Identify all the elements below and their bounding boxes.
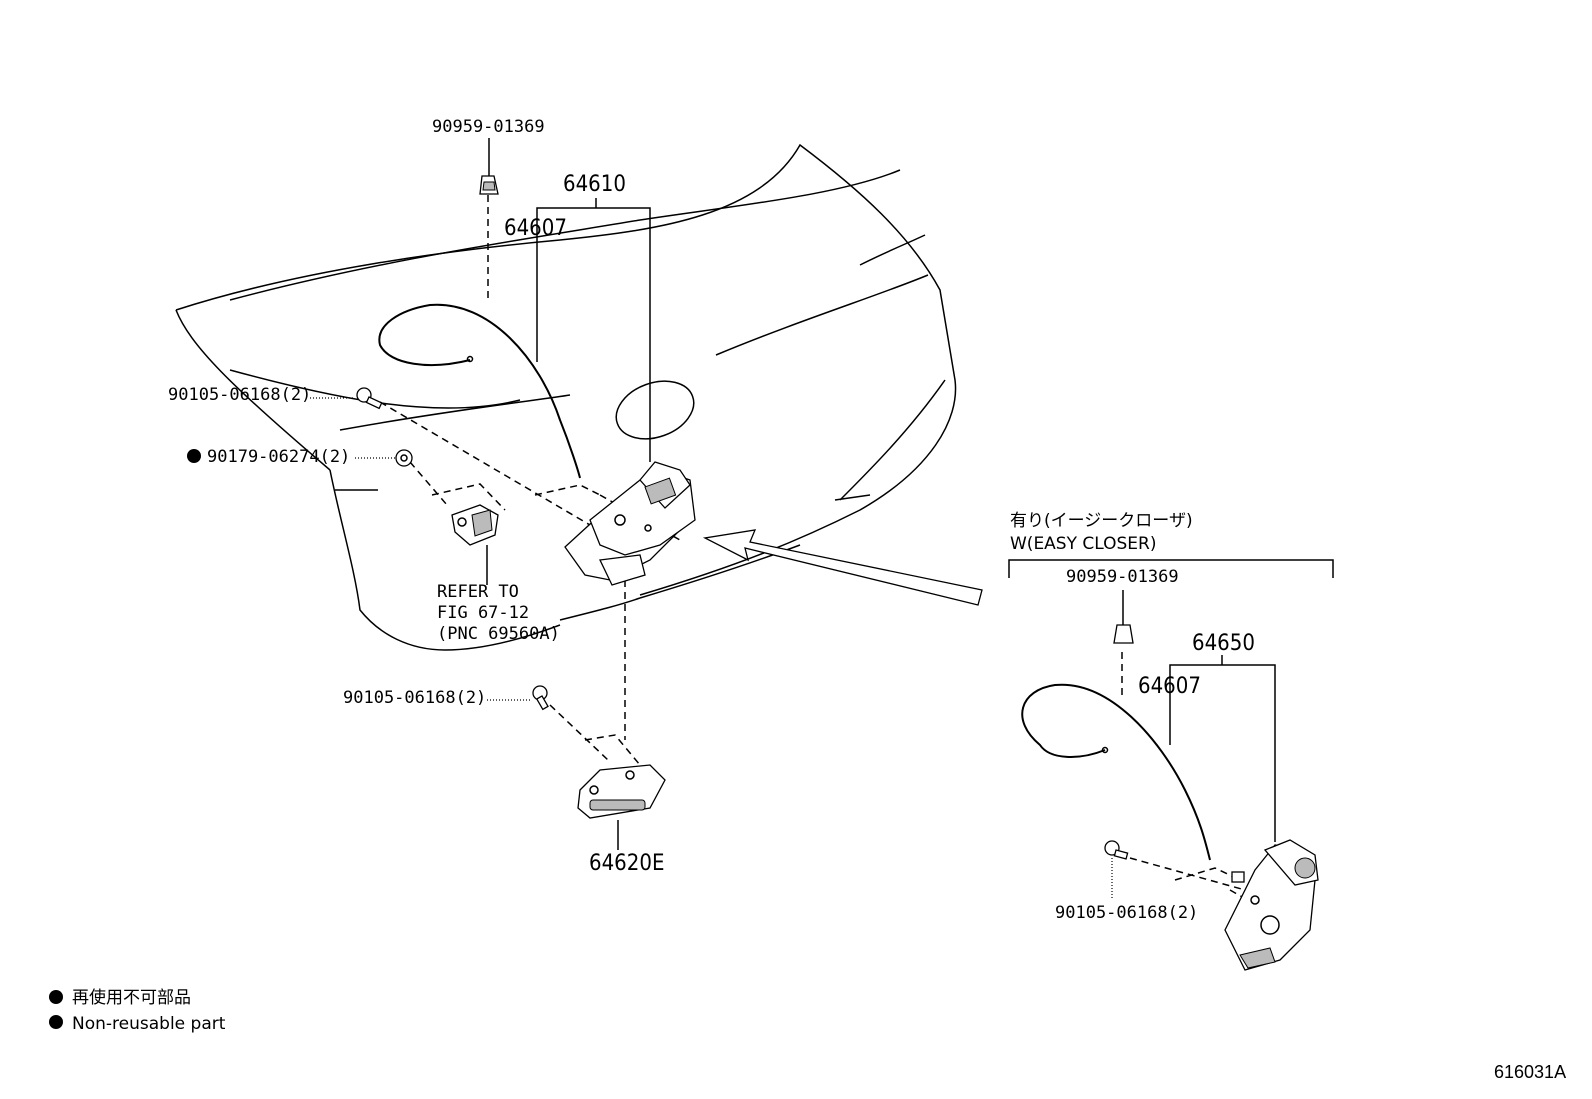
bolt-90105-top <box>356 387 383 410</box>
part-number-90959-top: 90959-01369 <box>432 117 545 137</box>
legend: 再使用不可部品 Non-reusable part <box>49 987 226 1034</box>
view-arrow <box>702 529 983 606</box>
easy-closer-title-en: W(EASY CLOSER) <box>1010 534 1156 554</box>
nut-90179 <box>395 449 413 467</box>
non-reusable-dot <box>187 449 201 463</box>
switch-part <box>451 504 499 546</box>
lock-assembly-64610 <box>564 461 696 586</box>
release-cable-64607 <box>378 303 581 479</box>
easy-closer-bracket <box>1008 559 1334 578</box>
part-number-90179: 90179-06274(2) <box>207 447 350 467</box>
handle-64620e <box>577 764 666 819</box>
part-number-90105-b: 90105-06168(2) <box>343 688 486 708</box>
part-number-64610: 64610 <box>563 172 626 197</box>
part-number-64607-top: 64607 <box>504 216 567 241</box>
easy-closer-title-jp: 有り(イージークローザ) <box>1010 511 1193 531</box>
part-number-64650: 64650 <box>1192 631 1255 656</box>
refer-line-1: REFER TO <box>437 582 519 602</box>
easy-closer-labels: 有り(イージークローザ) W(EASY CLOSER) 90959-01369 … <box>1010 511 1255 923</box>
part-number-90105-a: 90105-06168(2) <box>168 385 311 405</box>
easy-closer-parts <box>1021 590 1319 971</box>
part-number-90959-inset: 90959-01369 <box>1066 567 1179 587</box>
clip-90959-top <box>479 175 499 195</box>
figure-code: 616031A <box>1494 1062 1566 1082</box>
refer-line-3: (PNC 69560A) <box>437 624 560 644</box>
refer-line-2: FIG 67-12 <box>437 603 529 623</box>
part-number-64607-inset: 64607 <box>1138 674 1201 699</box>
part-number-90105-inset: 90105-06168(2) <box>1055 903 1198 923</box>
legend-jp: 再使用不可部品 <box>72 987 191 1008</box>
trunk-lid-outline <box>175 143 957 651</box>
legend-dot-en <box>49 1015 63 1029</box>
bolt-90105-mid <box>532 685 549 711</box>
callout-labels: 90959-01369 64610 64607 90105-06168(2) 9… <box>168 117 664 876</box>
legend-en: Non-reusable part <box>72 1014 226 1034</box>
part-number-64620e: 64620E <box>589 851 664 876</box>
legend-dot-jp <box>49 990 63 1004</box>
